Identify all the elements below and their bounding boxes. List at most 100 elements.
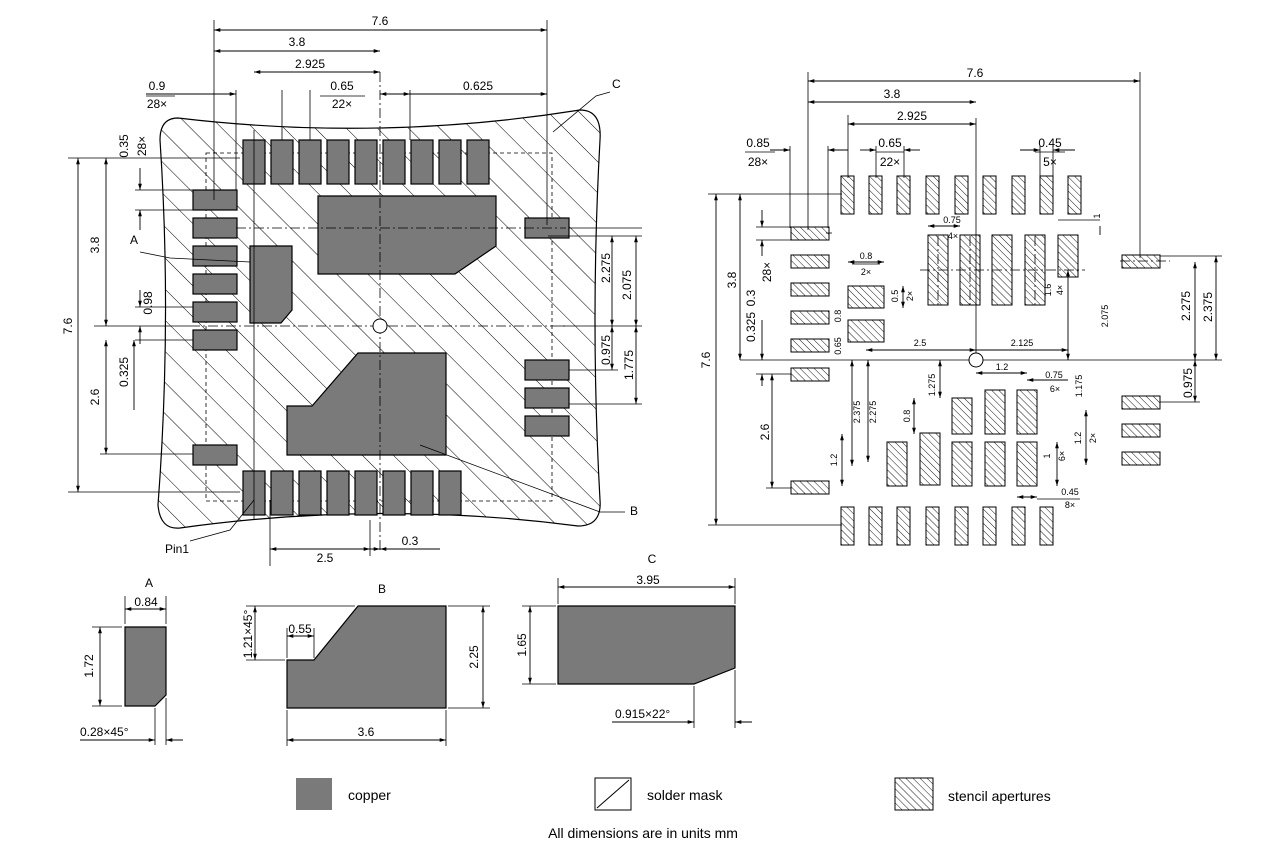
detail-c: C 3.95 1.65 0.915×22°: [515, 552, 752, 728]
dim-0-3-bottom: 0.3: [402, 534, 419, 548]
callout-b-label: B: [630, 504, 638, 518]
legend-copper-label: copper: [348, 787, 391, 803]
legend-solder-mask-label: solder mask: [647, 787, 723, 803]
stencil-dim-28x-top: 28×: [748, 155, 768, 169]
stencil-dim-2-275-inner: 2.275: [868, 401, 878, 424]
dim-0-975-right: 0.975: [599, 335, 613, 365]
detail-c-dim-chamfer: 0.915×22°: [615, 707, 670, 721]
legend-copper-swatch: [296, 778, 332, 810]
stencil-dim-2-075-inner: 2.075: [1100, 305, 1110, 328]
stencil-dim-0-65-top: 0.65: [878, 136, 902, 150]
stencil-dim-0-85-top: 0.85: [746, 136, 770, 150]
stencil-dim-0-75-inner-b: 0.75: [1045, 370, 1063, 380]
stencil-dim-0-8-inner-c: 0.8: [902, 410, 912, 423]
stencil-dim-2x-inner-c: 2×: [1088, 433, 1098, 443]
stencil-dim-2-125-inner: 2.125: [1011, 338, 1034, 348]
stencil-dim-1-2-inner: 1.2: [996, 362, 1009, 372]
detail-c-dim-height: 1.65: [515, 633, 529, 657]
main-view: 7.6 3.8 2.925 0.65 22× 0.625 0.9 28× 7.6…: [61, 14, 642, 566]
pad-c: [317, 195, 497, 275]
stencil-dim-7-6-left: 7.6: [699, 351, 713, 368]
stencil-dim-2-925-top: 2.925: [897, 109, 927, 123]
detail-a-dim-width: 0.84: [134, 595, 158, 609]
stencil-dim-0-5-inner: 0.5: [890, 290, 900, 303]
dim-7-6-left: 7.6: [61, 317, 75, 334]
dim-2-6-left: 2.6: [88, 388, 102, 405]
stencil-dim-1-175-inner: 1.175: [1074, 375, 1084, 398]
top-pad-row: [242, 139, 490, 185]
stencil-dim-0-45-inner: 0.45: [1061, 487, 1079, 497]
stencil-top-row: [840, 175, 1082, 215]
dim-0-9-top: 0.9: [149, 79, 166, 93]
detail-b-dim-chamfer: 1.21×45°: [241, 610, 255, 659]
stencil-dim-5x-top: 5×: [1043, 155, 1057, 169]
stencil-bottom-row: [840, 506, 1054, 546]
stencil-origin-marker: [968, 352, 984, 368]
stencil-view: 7.6 3.8 2.925 0.85 28× 0.65 22× 0.45 5× …: [699, 66, 1222, 546]
stencil-dim-0-3-left: 0.3: [744, 289, 758, 306]
stencil-dim-0-8-inner: 0.8: [860, 251, 873, 261]
detail-a-dim-chamfer: 0.28×45°: [80, 725, 129, 739]
stencil-dim-1-inner-b: 1: [1042, 453, 1052, 458]
dim-28x-left: 28×: [135, 136, 149, 156]
stencil-dim-0-325-left: 0.325: [744, 312, 758, 342]
dim-7-6-top: 7.6: [372, 14, 389, 28]
stencil-dim-2-275-right: 2.275: [1179, 291, 1193, 321]
stencil-dim-0-65-inner: 0.65: [833, 337, 843, 355]
right-pad-column: [524, 217, 570, 437]
stencil-dim-7-6-top: 7.6: [967, 66, 984, 80]
stencil-dim-2-6-left: 2.6: [758, 423, 772, 440]
stencil-dim-2-375-inner: 2.375: [852, 401, 862, 424]
stencil-dim-2x-inner: 2×: [861, 267, 871, 277]
stencil-dim-1-2-inner-b: 1.2: [829, 454, 839, 467]
stencil-dim-4x-inner: 4×: [948, 231, 958, 241]
detail-a-title: A: [145, 576, 153, 590]
detail-b: B 1.21×45° 0.55 2.25 3.6: [241, 582, 490, 746]
dim-2-925-top: 2.925: [295, 57, 325, 71]
stencil-upper-inner: [847, 234, 1079, 343]
stencil-dim-3-8-left: 3.8: [725, 271, 739, 288]
dim-0-65-top: 0.65: [330, 79, 354, 93]
stencil-dim-6x-inner-b: 6×: [1057, 451, 1067, 461]
legend: copper solder mask stencil apertures: [296, 777, 1051, 811]
stencil-dim-1-275-inner: 1.275: [927, 374, 937, 397]
dim-2-5-bottom: 2.5: [317, 551, 334, 565]
detail-a-dim-height: 1.72: [82, 654, 96, 678]
detail-c-title: C: [648, 552, 657, 566]
pad-b: [286, 352, 447, 456]
origin-marker: [372, 318, 388, 334]
stencil-dim-2-5-inner: 2.5: [914, 338, 927, 348]
stencil-dim-6x-inner: 6×: [1050, 384, 1060, 394]
stencil-dim-8x-inner: 8×: [1065, 500, 1075, 510]
detail-b-title: B: [378, 582, 386, 596]
stencil-dim-0-8-inner-b: 0.8: [833, 310, 843, 323]
stencil-dim-0-45-top: 0.45: [1038, 136, 1062, 150]
stencil-dim-4x-inner-b: 4×: [1055, 285, 1065, 295]
dim-2-275-right: 2.275: [599, 253, 613, 283]
stencil-dim-1-6-inner: 1.6: [1043, 284, 1053, 297]
legend-stencil-swatch: [894, 777, 934, 811]
dim-3-8-top: 3.8: [289, 35, 306, 49]
stencil-dim-1-inner: 1: [1092, 213, 1102, 218]
dim-0-625-top: 0.625: [463, 79, 493, 93]
stencil-dim-1-2-inner-c: 1.2: [1073, 432, 1083, 445]
stencil-dim-28x-left: 28×: [760, 262, 774, 282]
dim-2-075-right: 2.075: [620, 270, 634, 300]
footer-note: All dimensions are in units mm: [548, 825, 738, 841]
bottom-pad-row: [242, 470, 462, 516]
legend-stencil-label: stencil apertures: [948, 788, 1051, 804]
dim-0-35-left: 0.35: [117, 134, 131, 158]
stencil-right-column: [1121, 254, 1161, 466]
dim-0-325-left: 0.325: [117, 357, 131, 387]
detail-b-dim-step: 0.55: [288, 622, 312, 636]
body-outline: [205, 152, 553, 502]
callout-a-label: A: [130, 233, 138, 247]
pad-a: [249, 245, 293, 324]
detail-b-dim-height: 2.25: [467, 645, 481, 669]
stencil-left-column: [790, 226, 830, 495]
stencil-dim-3-8-top: 3.8: [884, 87, 901, 101]
stencil-lower-inner: [886, 389, 1038, 487]
stencil-dim-22x-top: 22×: [880, 155, 900, 169]
